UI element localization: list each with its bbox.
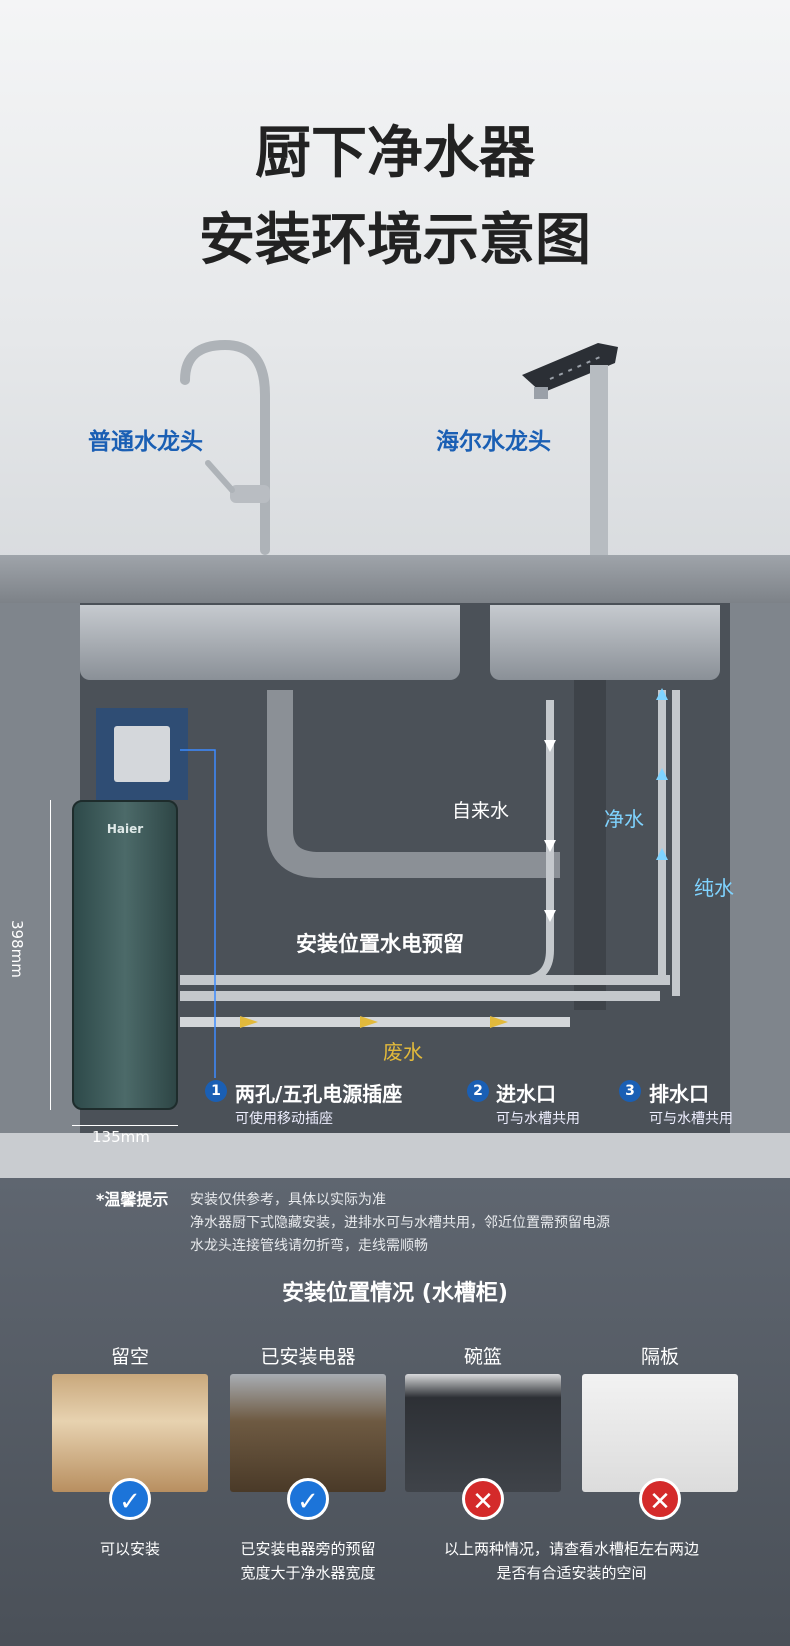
point-2-badge: 2	[467, 1080, 489, 1102]
card-label-dish-rack: 碗篮	[463, 1346, 502, 1368]
note-other-1: 以上两种情况，请查看水槽柜左右两边	[443, 1540, 699, 1558]
point-1-badge: 1	[205, 1080, 227, 1102]
point-2-sub: 可与水槽共用	[496, 1111, 580, 1127]
note-other-2: 是否有合适安装的空间	[496, 1564, 647, 1582]
sink-basin-left	[80, 605, 460, 680]
card-label-shelf: 隔板	[640, 1346, 679, 1368]
card-image-shelf	[582, 1374, 738, 1492]
drain-pipes	[180, 680, 680, 1028]
cabinet-right-wall	[730, 603, 790, 1133]
point-1-sub: 可使用移动插座	[235, 1111, 333, 1127]
tip-line-3: 水龙头连接管线请勿折弯，走线需顺畅	[190, 1238, 428, 1254]
power-socket-highlight	[96, 708, 188, 800]
power-socket-icon	[114, 726, 170, 782]
install-section-title: 安装位置情况 (水槽柜)	[282, 1281, 508, 1306]
note-appliance-2: 宽度大于净水器宽度	[240, 1564, 376, 1582]
check-icon: ✓	[109, 1478, 151, 1520]
tap-water-label: 自来水	[452, 800, 510, 822]
point-3-badge: 3	[619, 1080, 641, 1102]
check-icon: ✓	[287, 1478, 329, 1520]
header-background	[0, 0, 790, 560]
cabinet-floor	[0, 1133, 790, 1178]
haier-faucet-illustration	[522, 343, 618, 555]
point-3-sub: 可与水槽共用	[649, 1111, 733, 1127]
point-3-title: 排水口	[649, 1082, 709, 1106]
normal-faucet-illustration	[180, 339, 270, 555]
page-title-line1: 厨下净水器	[255, 121, 535, 186]
point-1-title: 两孔/五孔电源插座	[235, 1082, 403, 1106]
haier-faucet-label: 海尔水龙头	[436, 429, 551, 455]
socket-leader-line	[180, 749, 216, 1078]
height-dimension-label: 398mm	[8, 920, 26, 978]
note-empty: 可以安装	[99, 1540, 160, 1558]
cabinet-left-wall	[0, 603, 80, 1133]
width-dimension-line	[72, 1125, 178, 1126]
water-purifier-unit: Haier	[72, 800, 178, 1110]
cross-icon: ✕	[462, 1478, 504, 1520]
purifier-brand: Haier	[106, 822, 144, 836]
normal-faucet-label: 普通水龙头	[88, 429, 203, 455]
waste-water-label: 废水	[383, 1040, 423, 1064]
width-dimension-label: 135mm	[92, 1128, 150, 1146]
cross-icon: ✕	[639, 1478, 681, 1520]
ro-water-label: 纯水	[694, 876, 734, 900]
tip-line-1: 安装仅供参考，具体以实际为准	[190, 1192, 386, 1208]
height-dimension-line	[50, 800, 51, 1110]
countertop	[0, 555, 790, 603]
reserve-note: 安装位置水电预留	[296, 932, 464, 956]
sink-basin-right	[490, 605, 720, 680]
tip-heading: *温馨提示	[96, 1190, 169, 1209]
note-appliance-1: 已安装电器旁的预留	[240, 1540, 376, 1558]
card-label-empty: 留空	[110, 1346, 149, 1368]
card-image-appliance	[230, 1374, 386, 1492]
tip-line-2: 净水器厨下式隐藏安装，进排水可与水槽共用，邻近位置需预留电源	[190, 1215, 610, 1231]
card-label-appliance: 已安装电器	[260, 1346, 356, 1368]
card-image-dish-rack	[405, 1374, 561, 1492]
pure-water-label: 净水	[604, 807, 644, 831]
point-2-title: 进水口	[496, 1082, 556, 1106]
page-title-line2: 安装环境示意图	[199, 208, 591, 273]
card-image-empty	[52, 1374, 208, 1492]
